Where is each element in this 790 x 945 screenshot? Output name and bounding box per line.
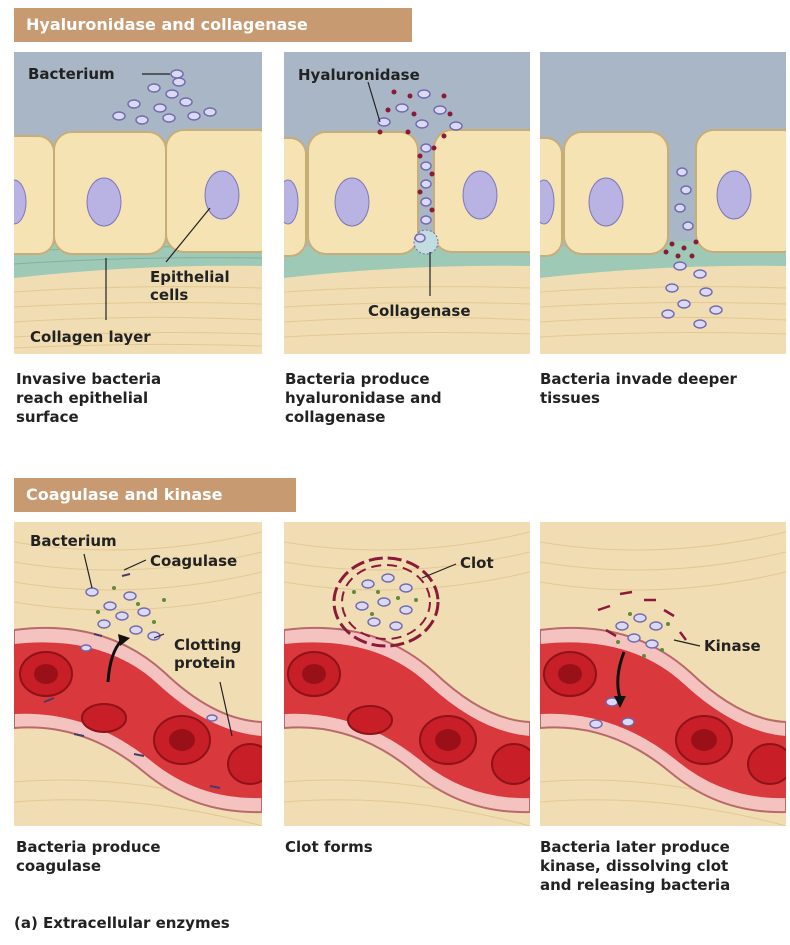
label-collagen-layer: Collagen layer — [30, 328, 151, 346]
section-banner-hyaluronidase: Hyaluronidase and collagenase — [14, 8, 412, 42]
panel-illustration — [540, 52, 786, 354]
caption-kinase-releases: Bacteria later produce kinase, dissolvin… — [540, 838, 790, 895]
panel-illustration: Hyaluronidase Collagenase — [284, 52, 530, 354]
panel-clot-forms: Clot — [284, 522, 530, 826]
label-bacterium: Bacterium — [28, 65, 115, 83]
label-coagulase: Coagulase — [150, 552, 237, 570]
panel-illustration: Clot — [284, 522, 530, 826]
panel-kinase-releases: Kinase — [540, 522, 786, 826]
caption-invade-deeper: Bacteria invade deeper tissues — [540, 370, 790, 408]
caption-enzymes-produced: Bacteria produce hyaluronidase and colla… — [285, 370, 525, 427]
label-collagenase: Collagenase — [368, 302, 471, 320]
caption-coagulase-produced: Bacteria produce coagulase — [16, 838, 256, 876]
caption-clot-forms: Clot forms — [285, 838, 525, 857]
section-banner-coagulase: Coagulase and kinase — [14, 478, 296, 512]
label-bacterium: Bacterium — [30, 532, 117, 550]
panel-illustration: Kinase — [540, 522, 786, 826]
panel-invade-deeper — [540, 52, 786, 354]
label-hyaluronidase: Hyaluronidase — [298, 66, 420, 84]
label-clot: Clot — [460, 554, 494, 572]
panel-enzymes-produced: Hyaluronidase Collagenase — [284, 52, 530, 354]
figure-footer: (a) Extracellular enzymes — [14, 914, 230, 932]
label-kinase: Kinase — [704, 637, 761, 655]
caption-bacteria-reach-surface: Invasive bacteria reach epithelial surfa… — [16, 370, 256, 427]
